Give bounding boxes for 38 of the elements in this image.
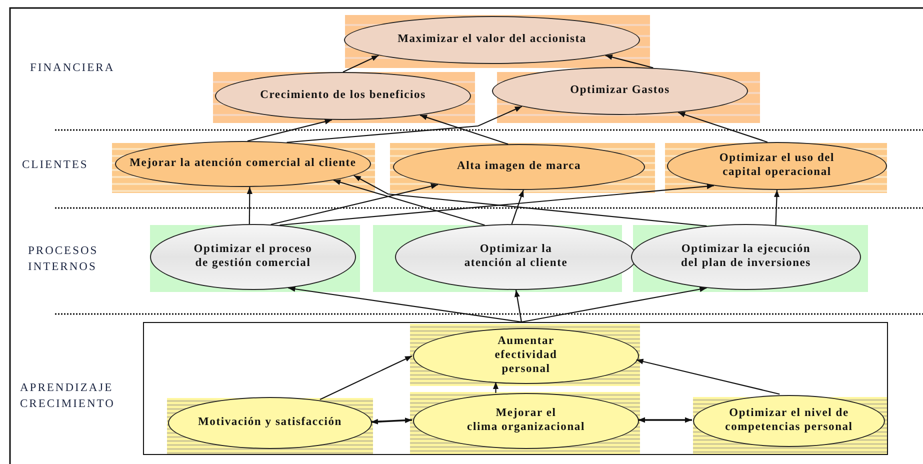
objective-text: Optimizar la ejecución del plan de inversiones	[680, 243, 812, 271]
arrow	[370, 418, 412, 424]
arrow	[246, 186, 252, 224]
arrow	[286, 106, 522, 143]
objective-text: Optimizar el proceso de gestión comercial	[192, 243, 314, 271]
arrow	[774, 190, 780, 226]
arrow	[636, 358, 780, 395]
arrow	[511, 190, 524, 224]
objective-text: Optimizar Gastos	[570, 84, 670, 98]
arrow	[288, 286, 522, 323]
arrow	[514, 290, 522, 322]
perspective-label: FINANCIERA	[30, 61, 116, 76]
arrow	[420, 114, 508, 145]
objective-text: Maximizar el valor del accionista	[398, 33, 586, 47]
objective-text: Mejorar el clima organizacional	[466, 407, 586, 435]
arrow	[638, 417, 692, 423]
arrow	[280, 184, 714, 226]
arrow	[354, 175, 707, 227]
objective-text: Optimizar el uso del capital operacional	[718, 152, 836, 180]
arrow	[678, 112, 768, 143]
objective-text: Optimizar la atención al cliente	[463, 243, 569, 271]
arrow	[320, 355, 412, 400]
perspective-label: PROCESOS INTERNOS	[28, 244, 100, 275]
objective-text: Optimizar el nivel de competencias personal	[724, 407, 854, 435]
objective-text: Crecimiento de los beneficios	[260, 89, 426, 103]
perspective-label: APRENDIZAJE CRECIMIENTO	[20, 381, 116, 412]
arrow	[605, 54, 654, 68]
objective-text: Alta imagen de marca	[456, 160, 582, 174]
objective-text: Aumentar efectividad personal	[494, 335, 558, 377]
perspective-frame	[143, 322, 888, 455]
objective-text: Motivación y satisfacción	[198, 416, 342, 430]
objective-text: Mejorar la atención comercial al cliente	[130, 157, 356, 171]
arrow	[521, 286, 707, 323]
arrow	[270, 184, 438, 226]
arrow	[333, 180, 485, 226]
arrow	[492, 382, 499, 393]
arrow	[247, 118, 332, 142]
arrow	[342, 54, 379, 72]
